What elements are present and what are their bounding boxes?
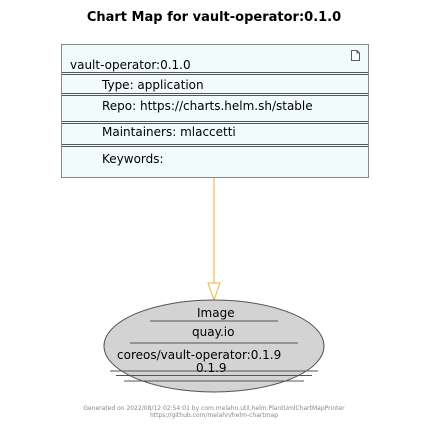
diagram-title: Chart Map for vault-operator:0.1.0 xyxy=(86,10,342,25)
footer-link[interactable]: https://github.com/melahn/helm-chartmap xyxy=(149,412,279,419)
chart-node[interactable]: vault-operator:0.1.0 Type: application R… xyxy=(61,44,369,178)
image-registry: quay.io xyxy=(192,325,235,339)
document-icon xyxy=(351,50,360,61)
chart-type: Type: application xyxy=(102,78,204,92)
divider xyxy=(62,72,368,75)
divider xyxy=(62,121,368,124)
divider xyxy=(62,93,368,96)
chart-name: vault-operator:0.1.0 xyxy=(70,58,191,72)
image-name: coreos/vault-operator:0.1.9 xyxy=(117,348,282,362)
footer-generated: Generated on 2022/08/12 02:54:01 by com.… xyxy=(83,405,345,412)
divider xyxy=(62,144,368,147)
chart-repo: Repo: https://charts.helm.sh/stable xyxy=(102,99,313,113)
chart-keywords: Keywords: xyxy=(102,152,164,166)
image-header: Image xyxy=(197,306,235,320)
chart-maintainers: Maintainers: mlaccetti xyxy=(102,125,236,139)
image-tag: 0.1.9 xyxy=(196,361,227,375)
